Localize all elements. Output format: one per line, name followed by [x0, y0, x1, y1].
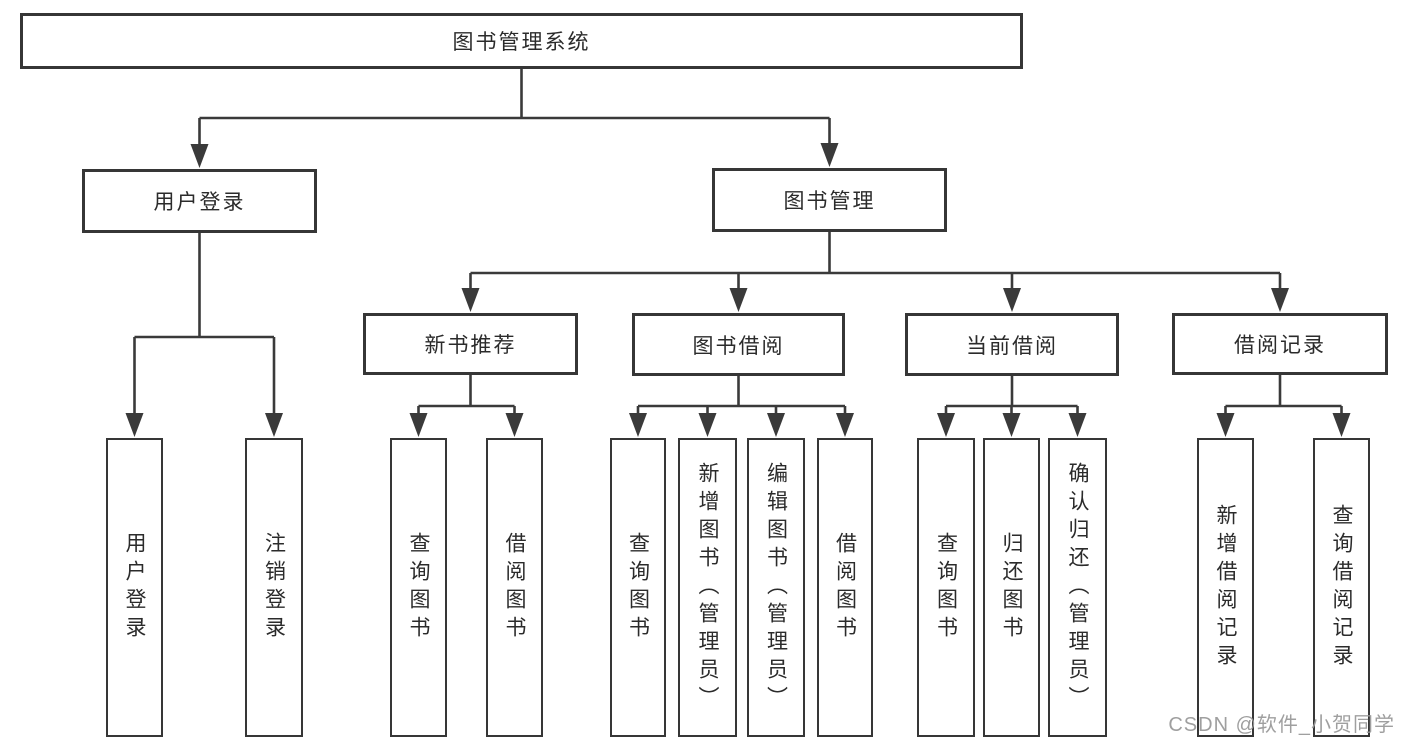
node-label: 借阅图书 [503, 531, 526, 644]
node-label: 注销登录 [262, 531, 286, 644]
node-label: 用户登录 [153, 191, 246, 214]
node-borrow-records: 借阅记录 [1172, 313, 1388, 375]
node-current-borrow: 当前借阅 [905, 313, 1119, 376]
leaf-borrow-books-recommend: 借阅图书 [486, 438, 543, 737]
node-label: 编辑图书（管理员） [764, 461, 788, 714]
leaf-query-books-current: 查询图书 [917, 438, 975, 737]
node-label: 查询图书 [934, 531, 958, 644]
node-label: 归还图书 [1000, 531, 1023, 644]
leaf-query-borrow-record: 查询借阅记录 [1313, 438, 1370, 737]
node-new-book-recommend: 新书推荐 [363, 313, 578, 375]
leaf-logout: 注销登录 [245, 438, 303, 737]
node-label: 新增图书（管理员） [696, 461, 719, 714]
node-label: 查询图书 [626, 531, 650, 644]
leaf-user-login: 用户登录 [106, 438, 163, 737]
leaf-query-books-recommend: 查询图书 [390, 438, 447, 737]
leaf-edit-book-admin: 编辑图书（管理员） [747, 438, 805, 737]
node-label: 查询借阅记录 [1330, 503, 1353, 672]
node-label: 图书管理系统 [452, 31, 591, 54]
node-label: 确认归还（管理员） [1066, 461, 1089, 714]
node-label: 用户登录 [123, 531, 146, 644]
leaf-add-borrow-record: 新增借阅记录 [1197, 438, 1254, 737]
node-label: 当前借阅 [966, 334, 1058, 358]
node-label: 新书推荐 [424, 334, 517, 357]
node-label: 图书管理 [783, 190, 876, 213]
leaf-confirm-return-admin: 确认归还（管理员） [1048, 438, 1107, 737]
node-label: 借阅记录 [1234, 334, 1326, 357]
node-label: 图书借阅 [692, 334, 785, 358]
node-book-management: 图书管理 [712, 168, 947, 232]
node-library-system: 图书管理系统 [20, 13, 1023, 69]
csdn-watermark: CSDN @软件_小贺同学 [1168, 714, 1395, 736]
node-book-borrow: 图书借阅 [632, 313, 845, 376]
node-user-login: 用户登录 [82, 169, 317, 233]
leaf-add-book-admin: 新增图书（管理员） [678, 438, 737, 737]
node-label: 新增借阅记录 [1214, 503, 1237, 672]
leaf-return-book: 归还图书 [983, 438, 1040, 737]
node-label: 借阅图书 [833, 531, 857, 644]
leaf-borrow-books: 借阅图书 [817, 438, 873, 737]
node-label: 查询图书 [407, 531, 430, 644]
leaf-query-books-borrow: 查询图书 [610, 438, 666, 737]
